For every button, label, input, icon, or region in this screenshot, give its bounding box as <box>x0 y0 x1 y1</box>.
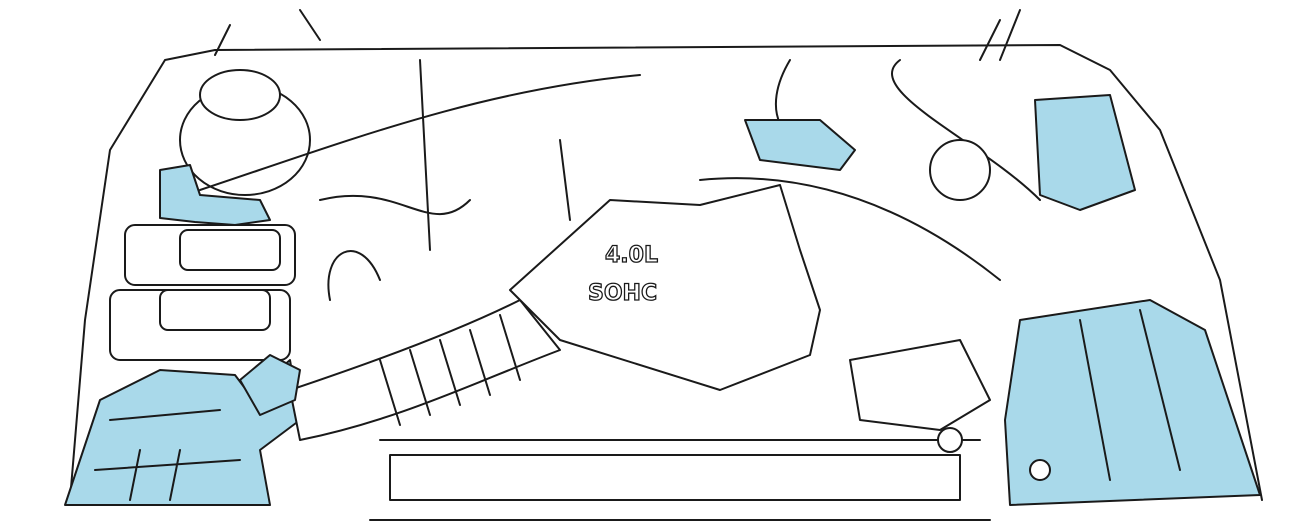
radiator-support <box>389 454 961 501</box>
fender-outline <box>69 44 1263 501</box>
battery-terminal <box>1029 459 1051 481</box>
air-cleaner-ribs <box>94 409 241 501</box>
radiator-cap <box>937 427 963 453</box>
highlighted-sensor-left <box>159 164 271 226</box>
engine-cover <box>509 184 821 391</box>
master-cylinder <box>929 139 991 201</box>
highlighted-connector <box>239 354 301 416</box>
firewall-line <box>214 9 1021 61</box>
highlighted-battery <box>1004 299 1261 506</box>
intake-tube-ribs <box>379 314 521 426</box>
radiator-support-edges <box>369 439 991 521</box>
engine-cover-label-line1: 4.0L <box>605 243 658 268</box>
highlighted-sensor-top <box>744 119 856 171</box>
battery-ribs <box>1079 309 1181 481</box>
relay-box-1-lid <box>179 229 281 271</box>
air-intake-tube <box>289 299 561 441</box>
coolant-reservoir <box>849 339 991 431</box>
relay-box-2-lid <box>159 289 271 331</box>
brake-booster-cap <box>199 69 281 121</box>
highlighted-pcm-module <box>1034 94 1136 211</box>
engine-cover-label-line2: SOHC <box>588 281 657 306</box>
